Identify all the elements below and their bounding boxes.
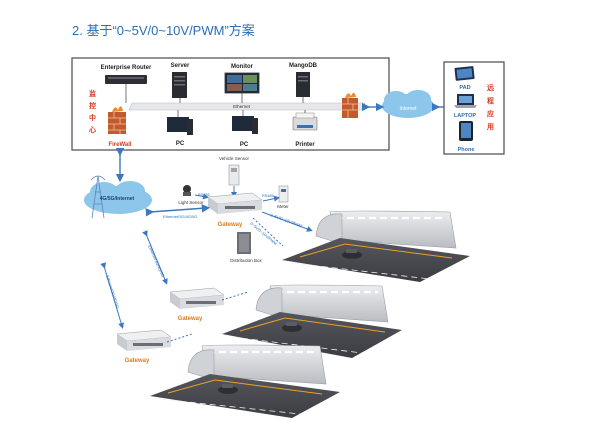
cellular-label: 4G/5G/Internet <box>100 196 135 202</box>
gateway3-label: Gateway <box>125 358 150 364</box>
mangodb-device <box>296 72 310 103</box>
link-light-gateway <box>194 193 209 200</box>
internet-label: Internet <box>400 106 418 112</box>
server-device <box>172 72 187 103</box>
meter-device <box>278 185 289 203</box>
vehicle-sensor-device <box>228 164 240 186</box>
monitor-label: Monitor <box>231 64 254 70</box>
link-b-label: Ethernet/3G/4G/5G <box>105 275 120 309</box>
laptop-label: LAPTOP <box>454 113 477 119</box>
pc2-device <box>232 110 258 134</box>
gateway2-device <box>169 287 225 309</box>
ethernet-label: Ethernet <box>233 104 251 109</box>
car-1-icon <box>342 249 362 259</box>
gateway-main-device <box>207 192 263 214</box>
server-label: Server <box>171 63 190 69</box>
remote-side-c1: 远 <box>487 84 495 92</box>
gateway-main-label: Gateway <box>218 222 243 228</box>
link-gateway-tunnel1 <box>261 211 313 232</box>
monitoring-side-c2: 控 <box>89 101 96 110</box>
laptop-icon <box>454 94 477 108</box>
tunnel-3 <box>150 344 340 418</box>
light-sensor-icon <box>183 185 191 196</box>
link-cloud-gateway <box>145 204 211 217</box>
printer-label: Printer <box>295 142 315 148</box>
link-tunnel2-label: 0~5V/0~10V/PWM <box>249 221 278 246</box>
cell-tower-icon <box>90 175 106 219</box>
meter-label: Meter <box>277 204 289 209</box>
vehicle-sensor-label: Vehicle Sensor <box>219 156 250 161</box>
remote-side-c4: 用 <box>487 123 494 131</box>
page-title: 2. 基于“0~5V/0~10V/PWM”方案 <box>72 23 255 38</box>
mangodb-label: MangoDB <box>289 63 318 69</box>
pad-icon <box>454 66 475 81</box>
tunnel-1 <box>282 210 470 282</box>
gateway3-device <box>116 329 172 351</box>
cellular-cloud <box>84 181 152 214</box>
pad-label: PAD <box>459 85 470 91</box>
router-device <box>105 75 147 103</box>
link-gateway3-tunnel <box>166 333 193 343</box>
phone-icon <box>459 121 473 141</box>
remote-side-c2: 程 <box>487 96 494 105</box>
monitoring-side-c3: 中 <box>89 113 96 122</box>
link-cloud-gateway3 <box>100 262 125 329</box>
car-2-icon <box>282 322 302 332</box>
distribution-box-label: Distribution Box <box>230 258 262 263</box>
monitoring-side-c4: 心 <box>89 125 96 134</box>
firewall-device <box>108 106 126 134</box>
light-sensor-label: Light Sensor <box>178 200 204 205</box>
router-label: Enterprise Router <box>101 65 152 71</box>
distribution-box-device <box>237 232 251 254</box>
monitoring-side-c1: 监 <box>89 89 96 98</box>
link-a-label: Ethernet/3G/4G/5G <box>147 244 166 278</box>
gateway2-label: Gateway <box>178 316 203 322</box>
ethernet-links-label: Ethernet/3G/4G/5G <box>163 214 197 219</box>
firewall-label: FireWall <box>108 142 131 148</box>
printer-device <box>292 110 318 131</box>
link-gateway-meter <box>262 195 280 202</box>
rs485-left-label: RS485 <box>198 193 210 197</box>
pc2-label: PC <box>240 142 249 148</box>
remote-side-c3: 应 <box>487 109 494 118</box>
car-3-icon <box>218 384 238 394</box>
link-gateway2-tunnel <box>221 291 249 301</box>
link-tunnel1-label: 0~5V/0~10V/PWM <box>270 212 303 228</box>
link-cloud-gateway2 <box>142 230 168 285</box>
monitor-device <box>224 72 260 103</box>
pc1-device <box>167 110 193 135</box>
rs485-right-label: RS485 <box>262 194 274 198</box>
pc1-label: PC <box>176 141 185 147</box>
phone-label: Phone <box>458 147 475 153</box>
firewall-right-icon <box>342 92 358 118</box>
link-gateway-tunnel2 <box>252 217 284 247</box>
internet-cloud <box>382 90 434 118</box>
tunnel-2 <box>222 284 402 358</box>
